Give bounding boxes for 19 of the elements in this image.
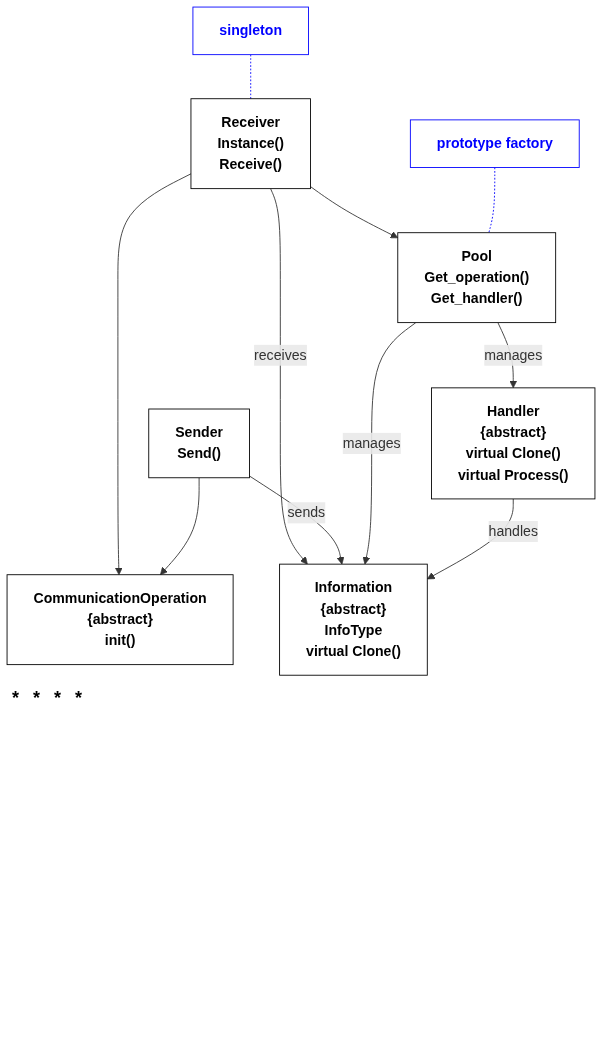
- multiplicity-label: *: [54, 688, 62, 710]
- multiplicity-label: *: [75, 688, 83, 710]
- connector: [250, 54, 252, 100]
- node-box: Pool Get_operation() Get_handler(): [397, 232, 557, 324]
- connector: [488, 167, 496, 234]
- node-box: CommunicationOperation {abstract} init(): [6, 574, 234, 666]
- edge-label: manages: [342, 435, 401, 451]
- node-box: Receiver Instance() Receive(): [190, 98, 311, 190]
- multiplicity-label: *: [12, 688, 19, 710]
- edge-label: sends: [287, 504, 326, 520]
- node-box: Handler {abstract} virtual Clone() virtual Process(): [431, 387, 596, 500]
- node-box: Sender Send(): [148, 408, 250, 479]
- node-box: prototype factory: [409, 119, 580, 168]
- node-box: Information {abstract} InfoType virtual Clone(): [279, 563, 428, 676]
- edge-label: handles: [488, 523, 538, 539]
- edge-label: manages: [484, 347, 543, 363]
- edge-label: receives: [254, 347, 307, 363]
- node-box: singleton: [192, 6, 309, 56]
- multiplicity-label: *: [33, 688, 41, 710]
